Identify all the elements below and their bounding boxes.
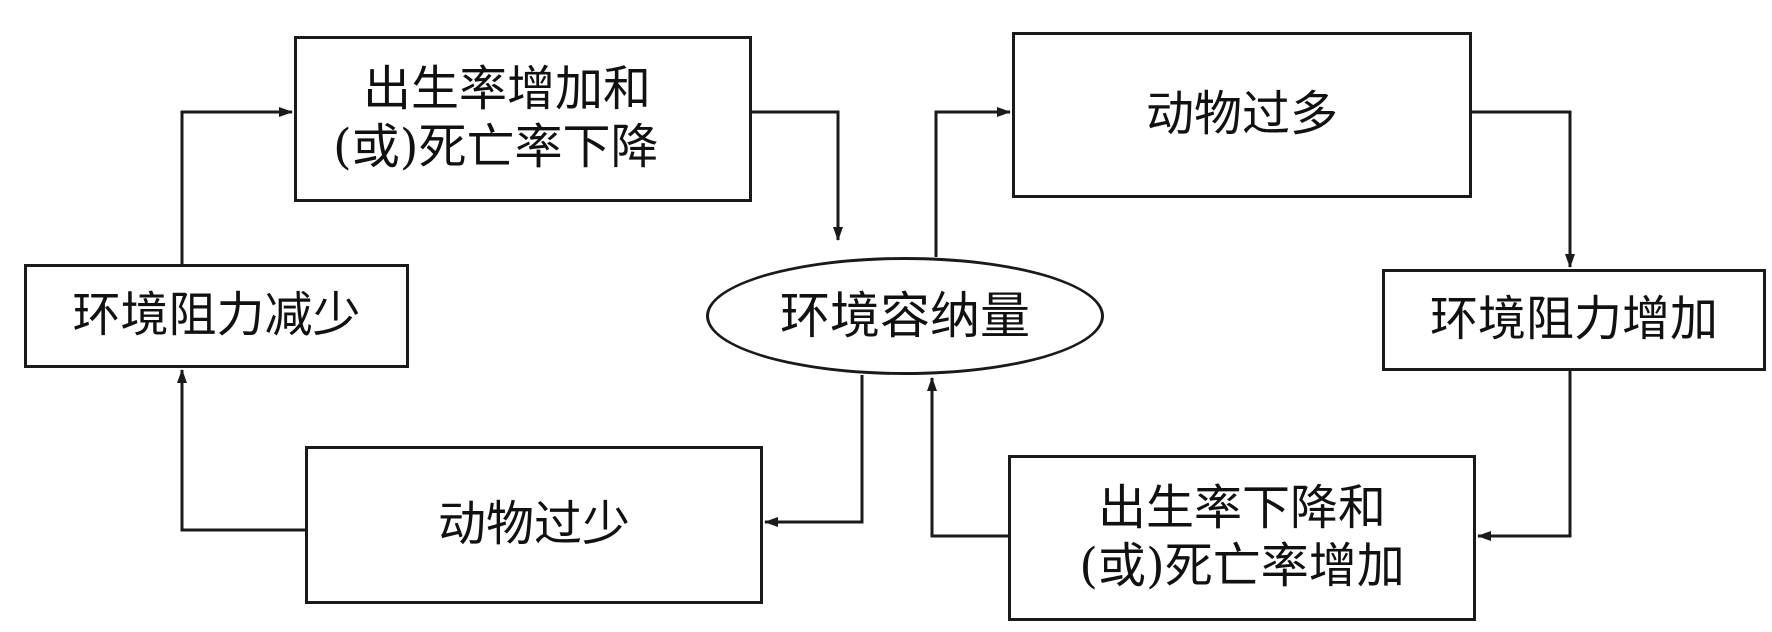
arrow-birth-up-to-capacity <box>752 110 843 241</box>
arrow-capacity-to-too-many <box>934 107 1011 257</box>
node-resistance-increase-label: 环境阻力增加 <box>1429 291 1718 348</box>
arrow-too-few-to-resist-down <box>177 369 305 532</box>
node-birth-rate-decrease-line2: (或)死亡率增加 <box>1079 538 1405 594</box>
arrow-capacity-to-too-few <box>764 375 864 527</box>
node-birth-rate-increase-line1: 出生率增加和 <box>363 61 652 118</box>
arrow-too-many-to-resist-up <box>1472 110 1575 268</box>
arrow-resist-down-to-birth-up <box>180 107 293 264</box>
node-too-few-animals-label: 动物过少 <box>437 496 630 553</box>
node-birth-rate-decrease-line1: 出生率下降和 <box>1097 480 1386 537</box>
node-too-many-animals-label: 动物过多 <box>1145 86 1338 143</box>
node-resistance-decrease-label: 环境阻力减少 <box>72 287 361 344</box>
arrow-resist-up-to-birth-down <box>1477 371 1572 541</box>
node-too-many-animals: 动物过多 <box>1012 32 1472 198</box>
node-birth-rate-increase-line2: (或)死亡率下降 <box>333 119 659 175</box>
node-resistance-increase: 环境阻力增加 <box>1382 269 1766 371</box>
node-too-few-animals: 动物过少 <box>305 446 763 604</box>
node-carrying-capacity: 环境容纳量 <box>706 257 1104 375</box>
node-resistance-decrease: 环境阻力减少 <box>24 264 409 368</box>
node-carrying-capacity-label: 环境容纳量 <box>780 287 1030 345</box>
node-birth-rate-decrease: 出生率下降和 (或)死亡率增加 <box>1008 455 1476 621</box>
node-birth-rate-increase: 出生率增加和 (或)死亡率下降 <box>294 36 752 202</box>
arrow-birth-down-to-capacity <box>927 377 1008 538</box>
